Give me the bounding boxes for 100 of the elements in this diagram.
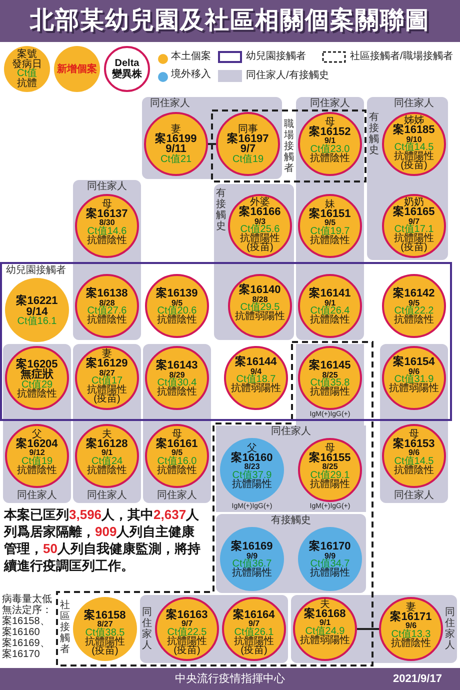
legend-label: 本土個案	[171, 51, 211, 63]
antibody-result: 抗體陰性	[391, 638, 431, 648]
group-label: 有接觸史	[216, 188, 226, 232]
onset-date: 9/6	[405, 622, 417, 630]
ct-value: Ct值34.7	[310, 560, 350, 568]
ct-value: Ct值35.8	[310, 378, 350, 388]
group-label: 同住家人	[142, 607, 152, 651]
legend-label: 新增個案	[56, 64, 98, 74]
summary-text: 本案已匡列3,596人，其中2,637人列爲居家隔離，909人列自主健康管理，50人列自我健康監測，將持續進行疫調匡列工作。	[4, 506, 202, 574]
antibody-result: 抗體陰性	[17, 466, 57, 474]
antibody-result: 抗體弱陽性	[235, 312, 285, 321]
note-text: 病毒量太低無法定序：	[2, 594, 53, 616]
key-label: 案號	[17, 50, 37, 60]
onset-date: 9/12	[29, 449, 45, 456]
group-label: 同住家人	[271, 426, 311, 437]
onset-date: 9/7	[181, 620, 193, 628]
case-circle	[75, 424, 139, 488]
ct-value: Ct值29.5	[240, 303, 280, 312]
antibody-result: 抗體陰性	[310, 316, 350, 324]
antibody-result: 抗體陰性	[87, 466, 127, 474]
connector-line	[357, 628, 379, 630]
case-number: 案16141	[309, 288, 351, 299]
case-circle	[5, 424, 69, 488]
key-circle	[4, 46, 50, 92]
antibody-result: 抗體陰性	[87, 236, 127, 244]
ct-value: Ct值18.7	[236, 375, 276, 384]
legend-label: 社區接觸者/職場接觸者	[350, 51, 453, 63]
relation-label: 妻	[171, 124, 181, 134]
vaccine-note: (疫苗)	[94, 394, 120, 404]
case-number: 案16165	[393, 207, 435, 218]
onset-date: 9/5	[324, 219, 336, 226]
case-number: 案16129	[86, 358, 128, 369]
antibody-result: 抗體陽性	[310, 480, 350, 488]
onset-date: 9/10	[406, 136, 422, 143]
relation-label: 父	[32, 430, 42, 438]
case-number: 案16170	[309, 542, 351, 552]
onset-date: 9/6	[408, 368, 420, 375]
case-number: 案16153	[393, 438, 435, 449]
antibody-result: 抗體弱陽性	[389, 384, 439, 393]
antibody-result: 抗體陽性	[232, 568, 272, 578]
case-number: 案16166	[239, 207, 281, 218]
case-number: 案16161	[156, 438, 198, 449]
case-number: 案16160	[231, 452, 273, 463]
onset-date: 8/28	[252, 296, 268, 303]
antibody-result: 抗體陰性	[17, 389, 57, 398]
group-label: 有接觸史	[369, 112, 379, 156]
vaccine-note: (疫苗)	[246, 243, 274, 252]
onset-date: 9/7	[408, 218, 420, 225]
antibody-result: 抗體陽性	[232, 480, 272, 488]
onset-date: 9/7	[240, 144, 256, 154]
onset-date: 9/11	[166, 144, 186, 154]
vaccine-note: (疫苗)	[400, 243, 428, 252]
ct-value: Ct值13.3	[391, 630, 431, 638]
case-number: 案16171	[390, 612, 432, 622]
onset-date: 9/5	[408, 299, 420, 306]
case-number: 案16204	[16, 438, 58, 449]
ct-value: Ct值25.6	[240, 225, 280, 234]
onset-date: 9/5	[171, 449, 183, 456]
relation-label: 奶奶	[404, 198, 424, 207]
relation-label: 父	[247, 444, 257, 452]
ct-value: Ct值38.5	[85, 628, 125, 637]
onset-date: 8/23	[244, 463, 260, 470]
group-label: 同住家人	[394, 98, 434, 109]
ct-value: Ct值19	[232, 154, 264, 164]
onset-date: 9/1	[324, 299, 336, 306]
ct-value: Ct值36.7	[232, 560, 272, 568]
group-label: 同住家人	[150, 98, 190, 109]
ct-value: Ct值14.5	[394, 456, 434, 466]
ct-value: Ct值30.4	[157, 378, 197, 388]
relation-label: 夫	[320, 600, 330, 608]
onset-date: 9/1	[319, 619, 331, 626]
relation-label: 妻	[406, 602, 416, 612]
onset-date: 8/29	[169, 371, 185, 378]
case-number: 案16164	[233, 610, 275, 620]
ct-value: Ct值26.4	[310, 306, 350, 316]
case-number: 案16158	[84, 610, 126, 620]
antibody-result: 抗體陽性	[240, 234, 280, 243]
onset-date: 9/1	[324, 137, 336, 144]
relation-label: 母	[409, 430, 419, 438]
case-number: 案16185	[393, 125, 435, 136]
relation-label: 母	[325, 118, 335, 126]
ct-value: Ct值31.9	[394, 375, 434, 384]
antibody-result: 抗體陽性	[394, 152, 434, 161]
ct-value: Ct值26.1	[234, 628, 274, 636]
title: 北部某幼兒園及社區相關個案關聯圖	[30, 7, 430, 35]
dashed-frame	[211, 109, 367, 183]
case-circle	[382, 424, 446, 488]
group-label: 同住家人	[394, 490, 434, 501]
frame-label: 社區接觸者	[60, 600, 70, 655]
antibody-result: 抗體陰性	[157, 466, 197, 474]
relation-label: 妻	[102, 350, 112, 358]
ct-value: Ct值16.1	[17, 317, 57, 326]
case-number: 案16168	[304, 608, 346, 619]
case-number: 案16139	[156, 288, 198, 299]
case-number: 案16137	[86, 208, 128, 219]
case-number: 案16128	[86, 438, 128, 449]
case-number: 案16169	[231, 542, 273, 552]
note-text: 案16169、案16170	[2, 638, 51, 660]
onset-date: 9/9	[246, 552, 258, 560]
ct-value: Ct值17.1	[394, 225, 434, 234]
